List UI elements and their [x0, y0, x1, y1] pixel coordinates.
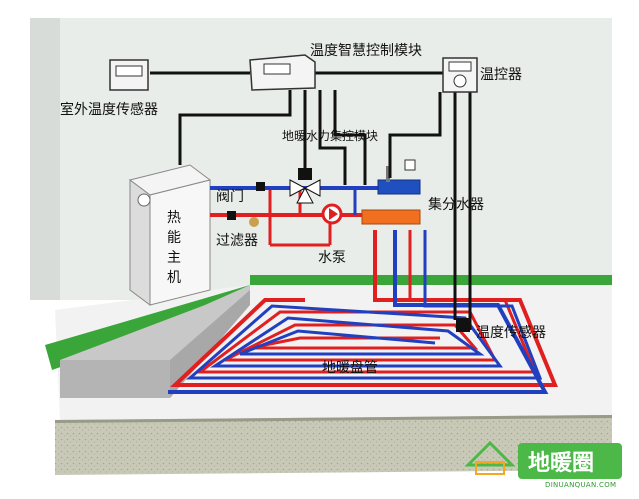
manifold: [361, 159, 421, 225]
label-pump: 水泵: [318, 250, 346, 266]
label-temp-sensor: 温度传感器: [476, 324, 546, 341]
label-outdoor-sensor: 室外温度传感器: [60, 101, 158, 118]
heat-host-char-2: 能: [167, 230, 181, 246]
heat-host-char-3: 主: [167, 250, 181, 266]
control-wiring: [150, 71, 472, 330]
label-thermostat: 温控器: [480, 67, 522, 83]
heat-host-char-1: 热: [167, 210, 181, 226]
mixing-valve-icon: [289, 168, 321, 204]
heat-host-char-4: 机: [167, 270, 181, 286]
floor-sensor-icon: [456, 318, 470, 332]
label-floor-coil: 地暖盘管: [322, 359, 378, 376]
filter-icon: [249, 217, 259, 227]
valve2-icon: [227, 211, 236, 220]
floor-coil: [168, 230, 558, 394]
heat-host-unit: [128, 164, 212, 306]
pump-icon: [321, 203, 343, 225]
control-module-device: [249, 54, 316, 91]
brand-logo: 地暖圈 DINUANQUAN.COM: [464, 440, 622, 489]
label-filter: 过滤器: [216, 233, 258, 249]
label-mixing-module: 地暖水力集控模块: [282, 128, 378, 143]
host-indicator-icon: [137, 193, 151, 207]
label-valve: 阀门: [216, 189, 244, 205]
outdoor-sensor-device: [109, 59, 149, 91]
brand-url: DINUANQUAN.COM: [545, 481, 616, 489]
thermostat-dial-icon: [453, 74, 467, 88]
gauge-icon: [404, 159, 416, 171]
label-manifold: 集分水器: [428, 196, 484, 213]
thermostat-device: [442, 57, 478, 93]
valve-icon: [256, 182, 265, 191]
brand-name: 地暖圈: [528, 451, 594, 476]
label-control-module: 温度智慧控制模块: [310, 43, 422, 59]
